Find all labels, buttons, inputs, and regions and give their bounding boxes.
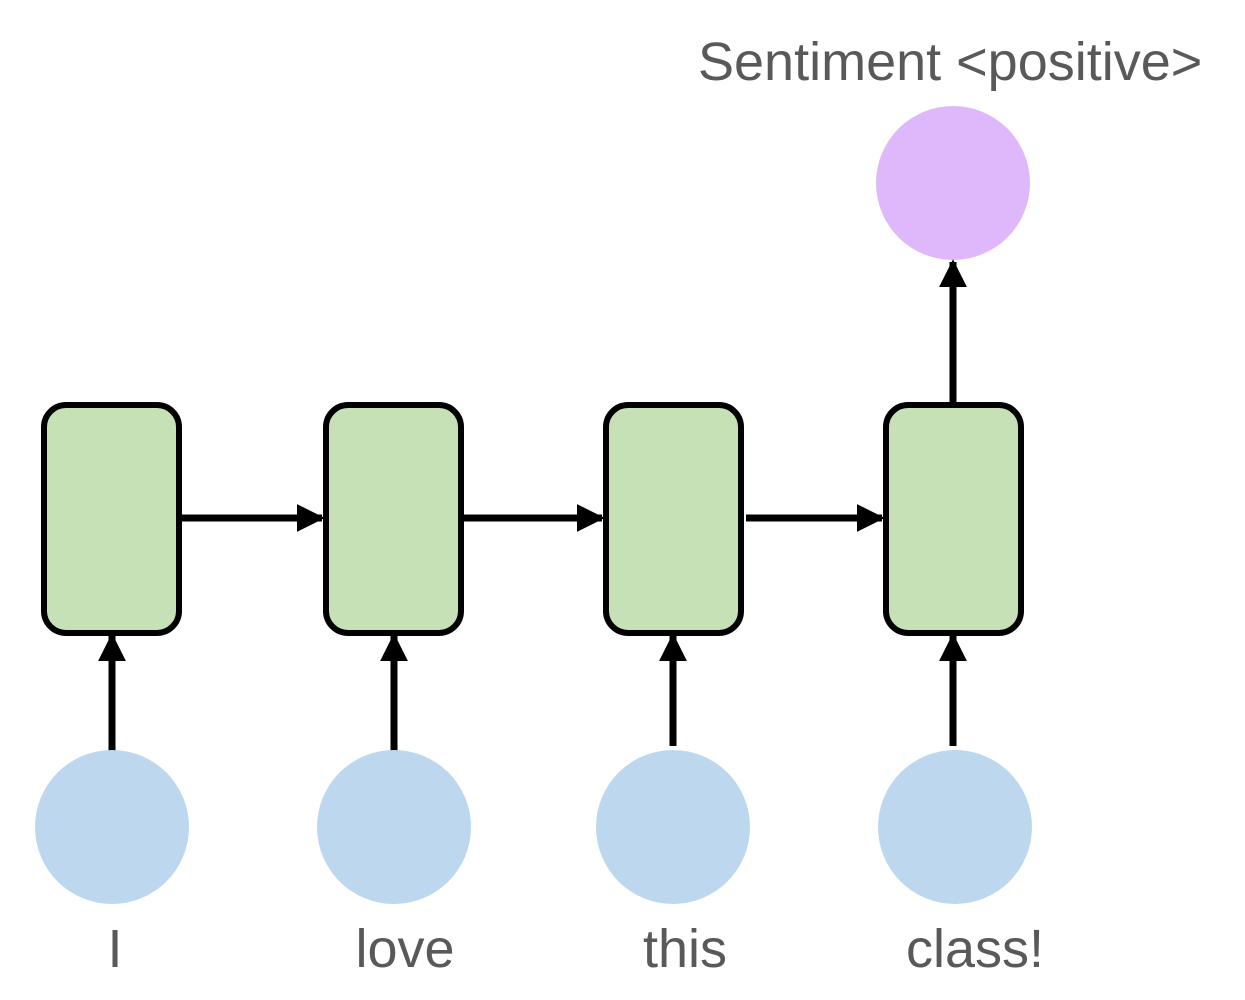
input-node-2 xyxy=(317,750,471,904)
input-word-4: class! xyxy=(906,919,1044,979)
input-node-4 xyxy=(878,750,1032,904)
rnn-cell-3 xyxy=(603,402,744,636)
input-node-3 xyxy=(596,750,750,904)
rnn-cell-2 xyxy=(323,402,464,636)
output-label: Sentiment <positive> xyxy=(698,32,1202,92)
input-word-1: I xyxy=(107,919,122,979)
rnn-cell-4 xyxy=(883,402,1024,636)
output-node xyxy=(876,106,1030,260)
input-word-3: this xyxy=(643,919,727,979)
input-node-1 xyxy=(35,750,189,904)
input-word-2: love xyxy=(355,919,454,979)
rnn-cell-1 xyxy=(41,402,182,636)
